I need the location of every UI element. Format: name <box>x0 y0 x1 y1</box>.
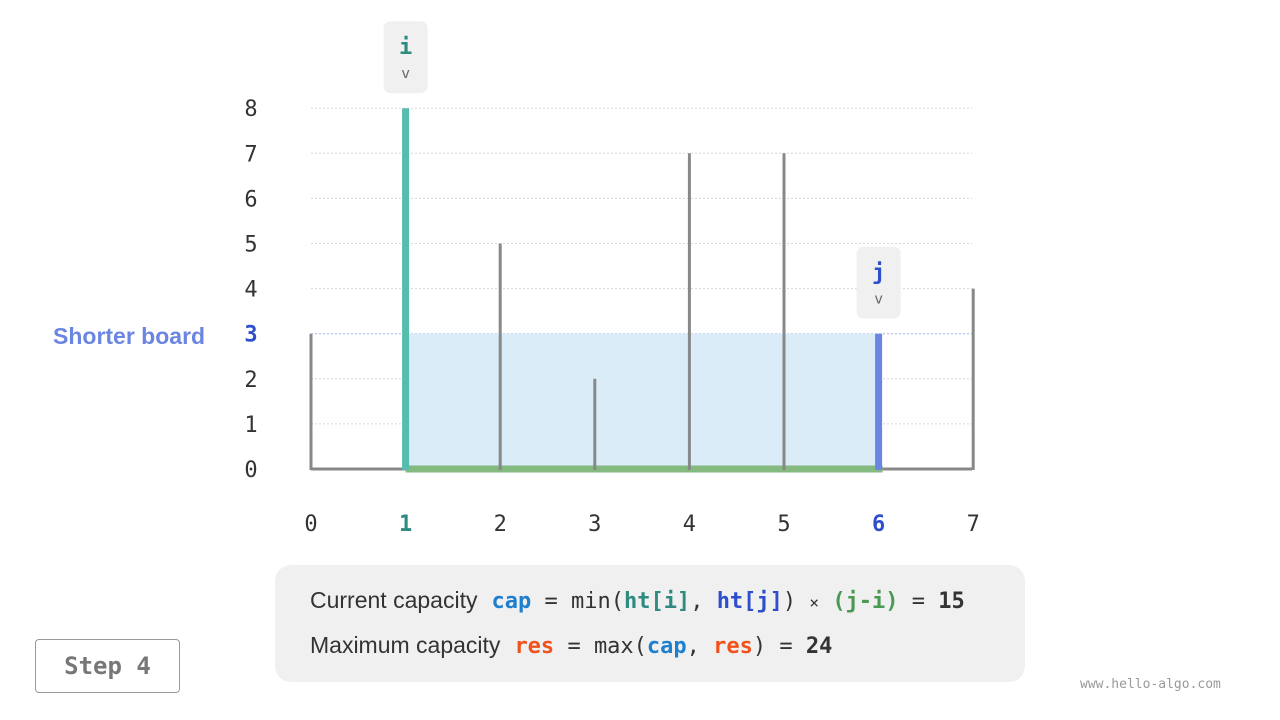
x-tick-label: 4 <box>683 512 696 537</box>
x-tick-label: 0 <box>304 512 317 537</box>
pointer-j-label: j <box>872 261 885 286</box>
cap-var: cap <box>491 589 532 614</box>
x-tick-label: 6 <box>872 512 885 537</box>
y-tick-label: 5 <box>244 233 257 258</box>
pointer-i-label: i <box>399 35 412 60</box>
pointer-i-box <box>383 21 428 94</box>
step-button[interactable]: Step 4 <box>35 639 180 693</box>
x-tick-label: 3 <box>588 512 601 537</box>
res-var: res <box>713 634 753 659</box>
cap-value: 15 <box>938 589 965 614</box>
current-capacity-label: Current capacity <box>310 587 478 613</box>
eq: = <box>567 634 581 659</box>
times: × <box>809 593 820 612</box>
cap-var: cap <box>646 634 687 659</box>
x-tick-label: 1 <box>399 512 412 537</box>
arrow-down-icon: v <box>401 66 409 82</box>
x-tick-label: 7 <box>967 512 980 537</box>
res-var: res <box>514 634 555 659</box>
res-value: 24 <box>805 634 833 659</box>
x-tick-label: 5 <box>777 512 790 537</box>
paren: ) <box>782 589 797 614</box>
pointer-j-box <box>856 246 901 319</box>
max-capacity-line: Maximum capacity res = max(cap, res) = 24 <box>310 632 832 659</box>
shorter-board-label: Shorter board <box>53 323 206 349</box>
y-tick-label: 8 <box>244 97 257 122</box>
water-area <box>405 333 879 469</box>
y-tick-label: 7 <box>244 142 257 167</box>
y-tick-label: 4 <box>244 278 257 303</box>
arrow-down-icon: v <box>874 292 882 308</box>
y-tick-label: 2 <box>244 368 257 393</box>
ht-j: ht[j] <box>716 589 783 614</box>
y-tick-label: 3 <box>244 323 257 348</box>
comma: , <box>690 589 704 614</box>
watermark: www.hello-algo.com <box>1080 677 1221 692</box>
ht-i: ht[i] <box>623 589 691 614</box>
paren: ) <box>752 634 767 659</box>
x-tick-label: 2 <box>494 512 507 537</box>
min-fn: min( <box>570 589 624 614</box>
j-minus-i: (j-i) <box>832 589 899 614</box>
max-capacity-label: Maximum capacity <box>310 632 501 658</box>
max-fn: max( <box>593 634 647 659</box>
eq: = <box>544 589 558 614</box>
eq: = <box>911 589 926 614</box>
eq: = <box>779 634 793 659</box>
y-tick-label: 0 <box>244 458 257 483</box>
comma: , <box>686 634 700 659</box>
y-tick-label: 6 <box>244 187 257 212</box>
y-tick-label: 1 <box>244 413 257 438</box>
